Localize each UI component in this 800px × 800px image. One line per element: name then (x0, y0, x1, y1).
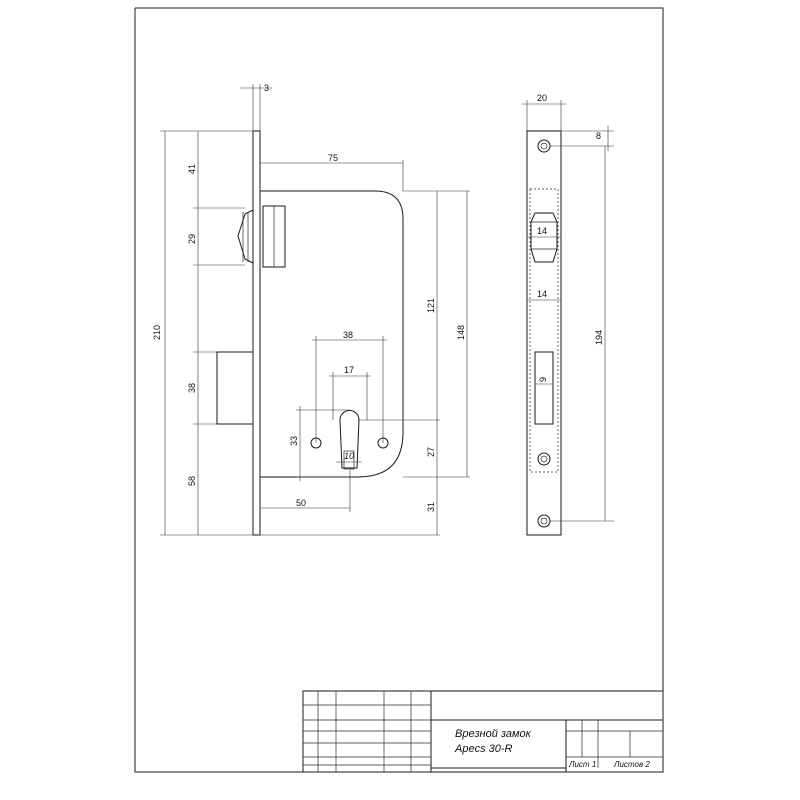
title-block: Врезной замок Apecs 30-R Лист 1 Листов 2 (302, 690, 664, 773)
dim-148: 148 (456, 325, 466, 340)
dim-bolt-height: 38 (187, 383, 197, 393)
screw-middle-icon (537, 452, 551, 466)
dim-faceplate-thickness: 3 (264, 83, 269, 93)
side-view-dimensions (160, 84, 470, 536)
title-line-1: Врезной замок (455, 728, 532, 740)
screw-bottom-icon (537, 514, 551, 528)
cylinder-hole (339, 410, 360, 469)
dim-cylinder-hole-span: 17 (344, 365, 354, 375)
bolt-slot (534, 351, 554, 425)
dim-bolt-window: 14 (537, 289, 547, 299)
dim-bottom-offset: 31 (426, 502, 436, 512)
dim-faceplate-width: 20 (537, 93, 547, 103)
side-view-dimension-labels: 3 75 41 29 210 38 58 121 148 38 17 33 10… (152, 83, 466, 512)
dim-screw-spacing: 194 (594, 330, 604, 345)
faceplate-front-view (526, 130, 562, 536)
screw-top-icon (537, 139, 551, 153)
dim-latch-height: 29 (187, 234, 197, 244)
front-view-dimension-labels: 20 8 14 14 9 194 (537, 93, 604, 382)
dim-bottom-to-bolt: 58 (187, 476, 197, 486)
dim-backset: 75 (328, 153, 338, 163)
dim-bolt-slot: 9 (538, 377, 548, 382)
dim-slot-width: 10 (344, 451, 354, 461)
deadbolt (216, 351, 254, 425)
dim-121: 121 (426, 298, 436, 313)
latch-window (530, 212, 558, 263)
sheet-number-label: Лист 1 (568, 760, 596, 769)
dim-screw-offset: 8 (596, 131, 601, 141)
dim-total-height: 210 (152, 325, 162, 340)
body-outline-hidden (529, 188, 559, 473)
sheet-frame (134, 7, 664, 773)
lock-side-view (216, 130, 404, 536)
sheets-count-label: Листов 2 (613, 760, 650, 769)
dim-cylinder-width: 38 (343, 330, 353, 340)
front-view-dimensions (522, 100, 614, 522)
dim-hole-spacing: 33 (289, 436, 299, 446)
cylinder-slot (343, 450, 355, 470)
dim-backset-cylinder: 50 (296, 498, 306, 508)
latch-bolt (237, 205, 286, 268)
lock-body (260, 190, 404, 478)
title-line-2: Apecs 30-R (454, 743, 513, 755)
dim-latch-window: 14 (537, 226, 547, 236)
faceplate-front (526, 130, 562, 536)
faceplate (252, 130, 261, 536)
dim-top-to-latch: 41 (187, 164, 197, 174)
dim-cylinder-offset: 27 (426, 447, 436, 457)
